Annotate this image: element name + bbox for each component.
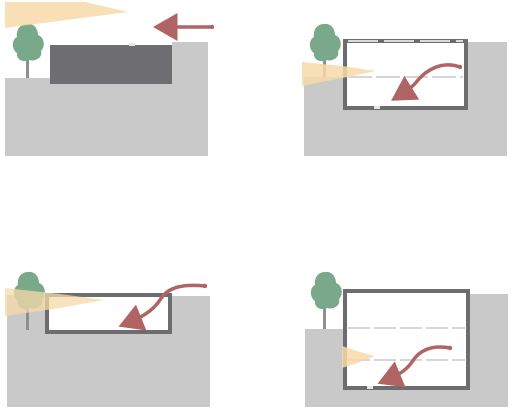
ground xyxy=(304,42,507,156)
arrow-origin-dot xyxy=(447,345,453,351)
sunlight-beam-icon xyxy=(5,288,104,316)
ground xyxy=(7,295,210,407)
ground xyxy=(5,42,208,156)
solid-building xyxy=(50,45,172,84)
building-frame xyxy=(343,289,470,390)
panel-top-left xyxy=(5,2,215,156)
sunlight-beam-icon xyxy=(342,346,375,368)
ground xyxy=(305,294,508,407)
tree-icon xyxy=(310,271,342,329)
building-frame xyxy=(343,39,468,110)
wind-arrow-icon xyxy=(118,283,206,331)
wind-arrow-icon xyxy=(377,345,451,388)
panel-bottom-right xyxy=(305,271,508,407)
roof-vent-icon xyxy=(129,43,135,46)
panel-top-right xyxy=(302,23,507,156)
floor-vent-icon xyxy=(374,106,380,109)
tree-icon xyxy=(12,23,44,78)
floor-vent-icon xyxy=(367,386,373,389)
panel-bottom-left xyxy=(5,271,210,407)
sunlight-beam-icon xyxy=(302,62,376,86)
arrow-origin-dot xyxy=(209,24,215,30)
wind-arrow-icon xyxy=(391,63,461,101)
arrow-origin-dot xyxy=(457,64,463,70)
sunlight-beam-icon xyxy=(5,2,128,28)
arrow-origin-dot xyxy=(202,283,208,289)
